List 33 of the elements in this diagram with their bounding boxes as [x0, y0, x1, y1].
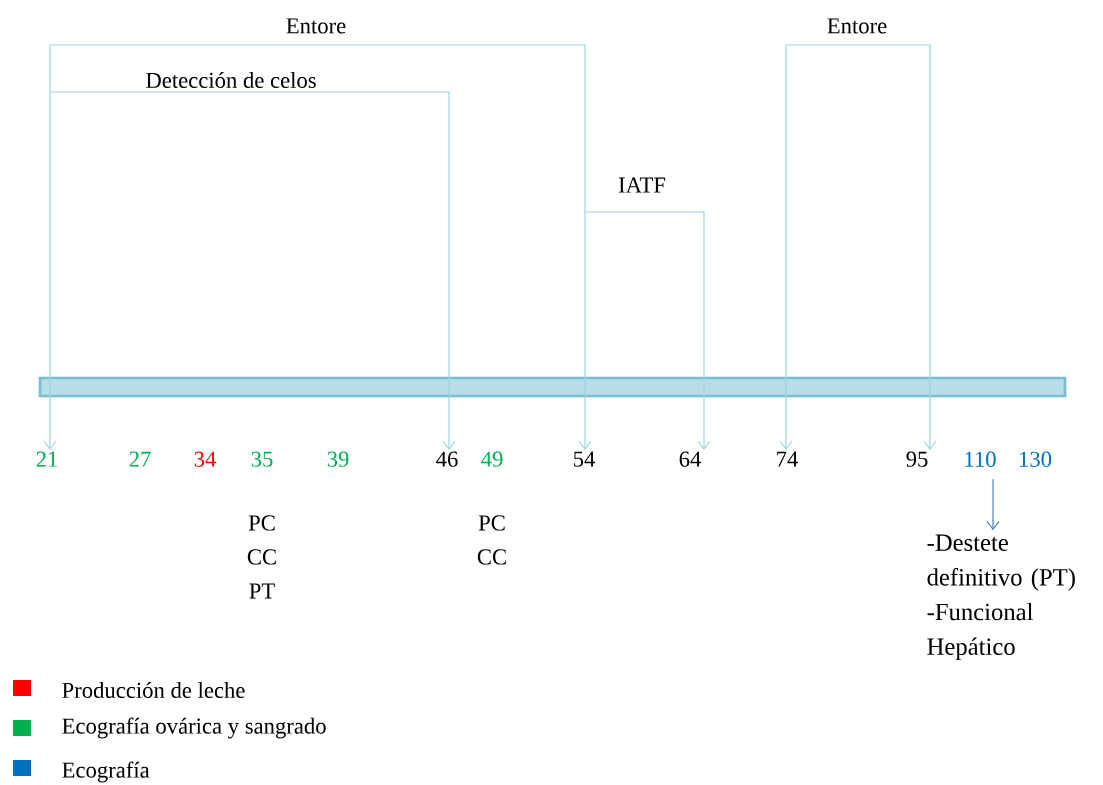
bracket-arrow — [578, 211, 592, 450]
legend-label: Producción de leche — [62, 682, 245, 698]
day-number: 27 — [129, 451, 151, 467]
day-number: 74 — [777, 451, 798, 467]
bracket-line — [779, 44, 937, 450]
day-number: 46 — [436, 451, 458, 467]
abbreviation: CC — [477, 549, 506, 565]
arrow — [986, 478, 1000, 531]
bracket-line — [49, 91, 456, 450]
abbreviation: PC — [478, 515, 505, 531]
bracket-line — [49, 44, 586, 213]
day-number: 130 — [1020, 451, 1052, 467]
abbreviation: PT — [249, 583, 275, 599]
day-number: 64 — [679, 451, 701, 467]
edge-label: IATF — [616, 176, 668, 194]
day-number: 95 — [906, 451, 928, 467]
day-number: 49 — [481, 451, 503, 467]
day-number: 39 — [327, 451, 349, 467]
edge-label: Detección de celos — [144, 70, 318, 90]
day-number: 34 — [194, 451, 216, 467]
edge-label: Entore — [825, 17, 889, 35]
legend-label: Ecografía ovárica y sangrado — [62, 717, 326, 739]
day-number: 35 — [251, 451, 273, 467]
bracket-arrow — [43, 91, 57, 450]
day-number: 54 — [574, 451, 595, 467]
edge-label: Entore — [284, 17, 348, 35]
day-number: 21 — [36, 451, 57, 467]
abbreviation: PC — [248, 515, 275, 531]
legend-label: Ecografía — [62, 761, 150, 783]
abbreviation: CC — [247, 549, 276, 565]
day-number: 110 — [965, 451, 996, 467]
bracket-line — [584, 211, 711, 450]
note-text: -Destete definitivo (PT) -Funcional Hepático — [927, 534, 1075, 660]
